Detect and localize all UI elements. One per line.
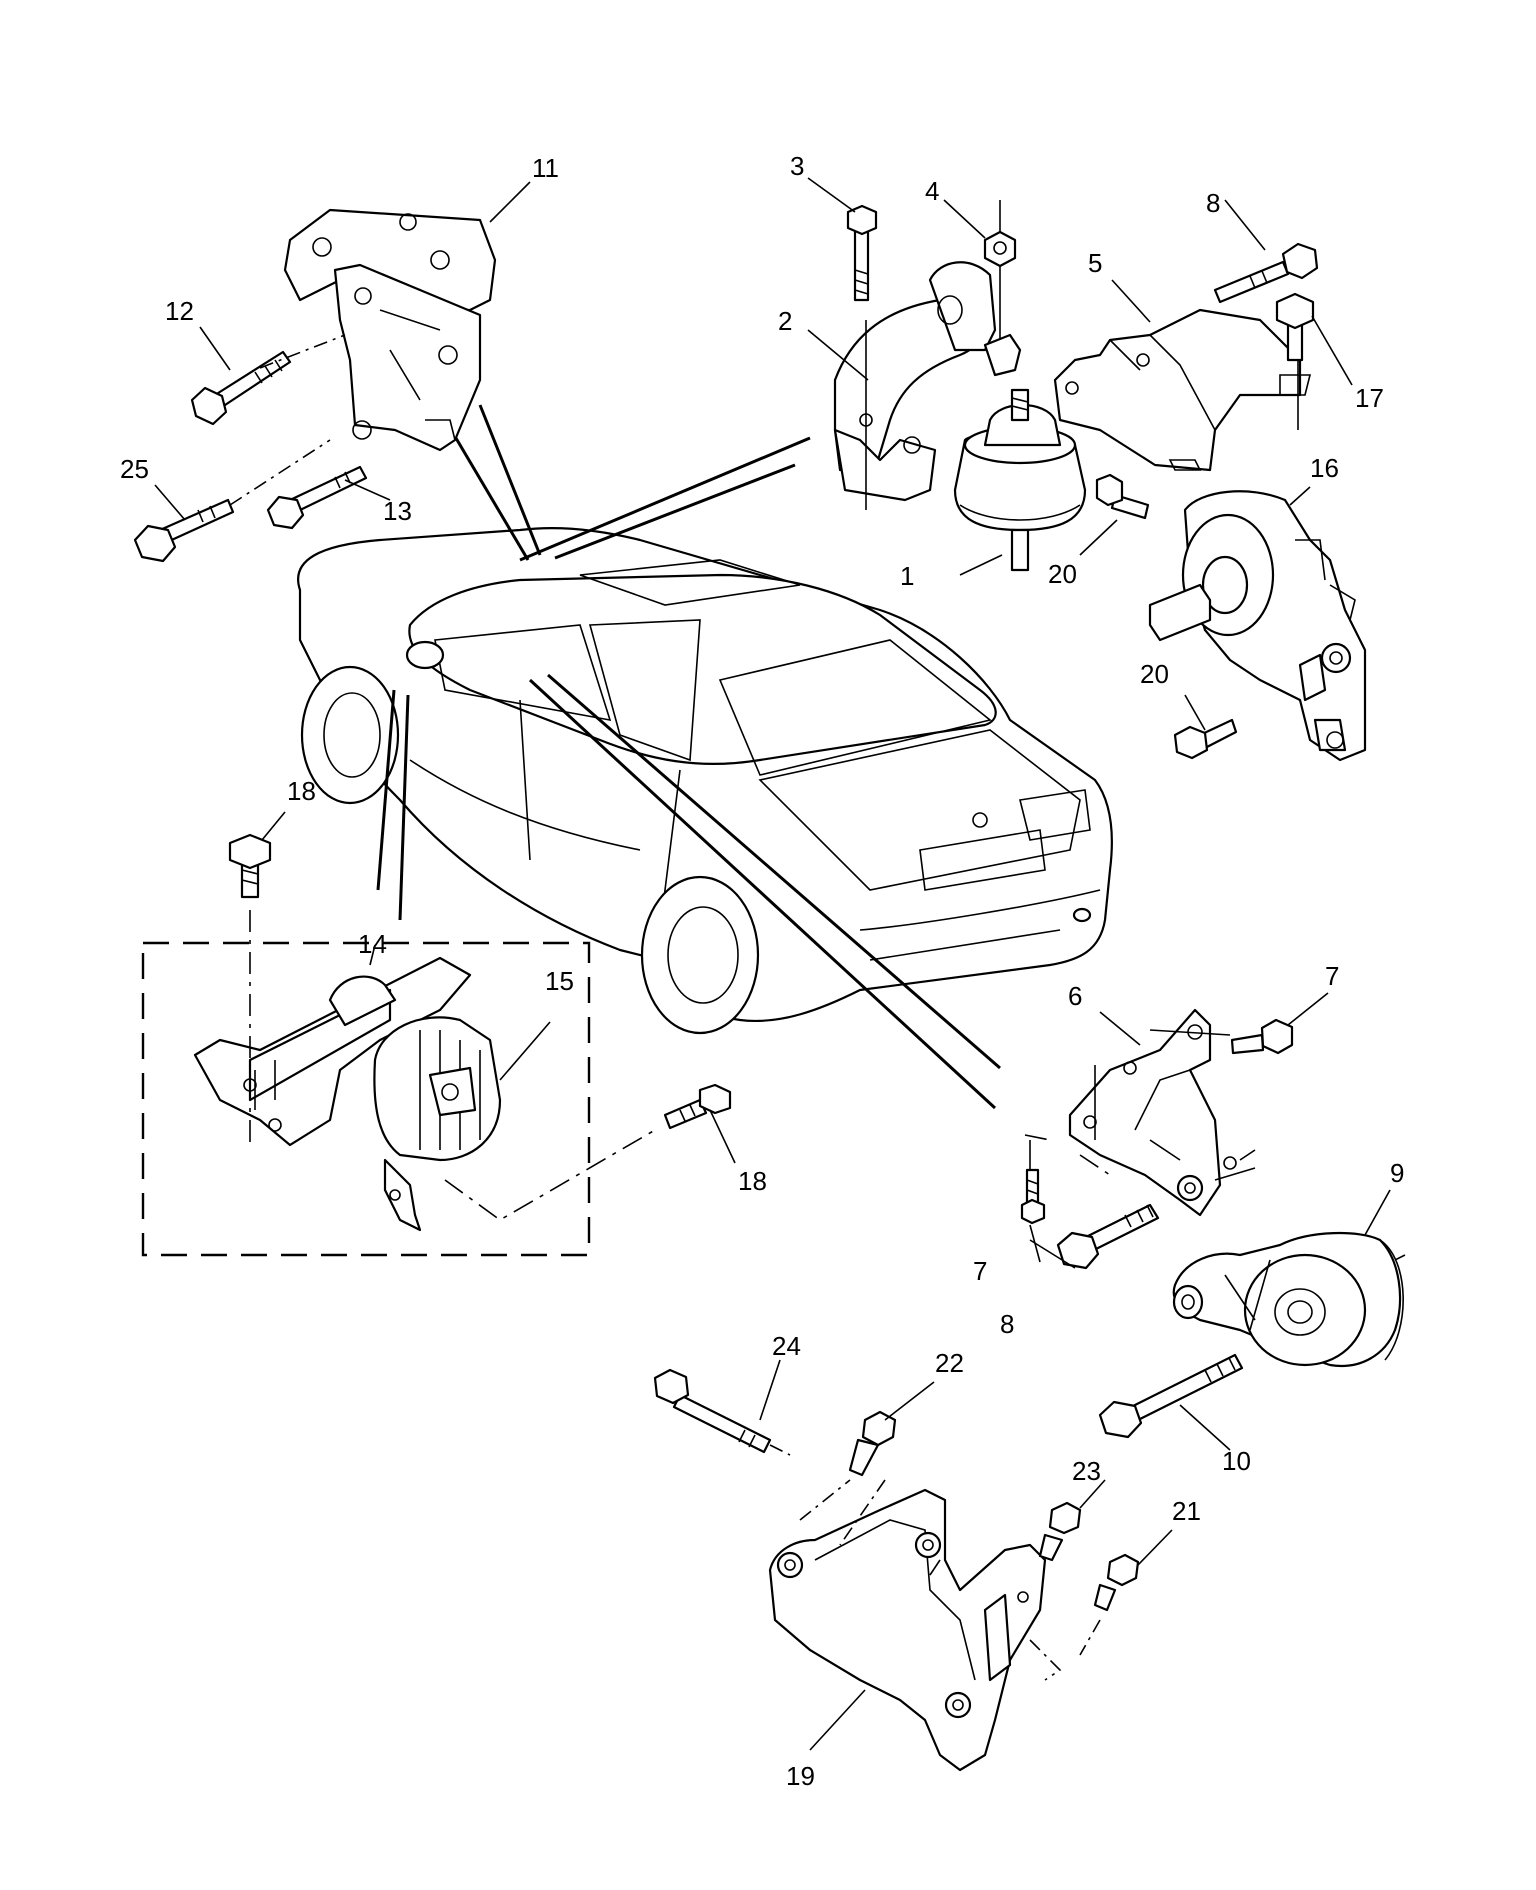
bolt-7-lower [1020,1168,1046,1225]
bolt-13 [266,465,368,530]
callout-21: 21 [1172,1496,1201,1526]
callout-25: 25 [120,454,149,484]
bolt-23 [1038,1501,1082,1562]
nut-4 [983,200,1017,340]
bolt-8-lower [1056,1203,1160,1270]
callout-19: 19 [786,1761,815,1791]
bolt-17 [1275,292,1315,362]
bolt-21 [1079,1553,1140,1656]
bolt-18-upper [228,833,272,899]
callout-11: 11 [532,153,559,183]
callout-20-lower: 20 [1140,659,1169,689]
bolt-25 [133,439,331,563]
part-14-15-assembly [141,910,656,1257]
callout-9: 9 [1390,1158,1404,1188]
callout-23: 23 [1072,1456,1101,1486]
bolt-20-upper [1095,473,1150,520]
part-5-plate [1053,308,1312,472]
callout-8-lower: 8 [1000,1309,1014,1339]
bolt-20-lower [1173,718,1238,760]
callout-15: 15 [545,966,574,996]
assembly-leader-lines [376,404,1001,1110]
callout-7-lower: 7 [973,1256,987,1286]
bolt-24 [653,1368,791,1456]
bolt-12 [190,334,346,426]
callout-5: 5 [1088,248,1102,278]
callout-labels: 1 2 3 4 5 6 7 7 8 8 9 10 11 12 13 14 15 … [120,151,1404,1791]
callout-4: 4 [925,176,939,206]
bolt-7-right [1230,1018,1294,1055]
bolt-22 [848,1410,897,1477]
callout-1: 1 [900,561,914,591]
callout-16: 16 [1310,453,1339,483]
part-6-bracket [1024,1008,1256,1217]
callout-13: 13 [383,496,412,526]
callout-24: 24 [772,1331,801,1361]
callout-18-lower: 18 [738,1166,767,1196]
part-1-rubber-mount [953,388,1087,572]
part-2-bracket [833,261,1022,510]
callout-14: 14 [358,929,387,959]
part-19-bracket [768,1479,1062,1772]
callout-22: 22 [935,1348,964,1378]
callout-7-right: 7 [1325,961,1339,991]
bolt-3 [846,204,878,302]
callout-2: 2 [778,306,792,336]
part-9-mount [1172,1231,1406,1368]
callout-10: 10 [1222,1446,1251,1476]
bolt-18-lower [663,1083,732,1130]
callout-18-upper: 18 [287,776,316,806]
callout-8-upper: 8 [1206,188,1220,218]
part-11-mounting-bracket [283,208,497,452]
bolt-10 [1098,1353,1244,1439]
car-illustration [297,526,1113,1035]
callout-6: 6 [1068,981,1082,1011]
callout-20-upper: 20 [1048,559,1077,589]
callout-17: 17 [1355,383,1384,413]
callout-leader-lines [154,177,1391,1751]
bolt-8-upper [1213,242,1319,304]
callout-3: 3 [790,151,804,181]
part-16-engine-mount [1148,490,1367,762]
callout-12: 12 [165,296,194,326]
